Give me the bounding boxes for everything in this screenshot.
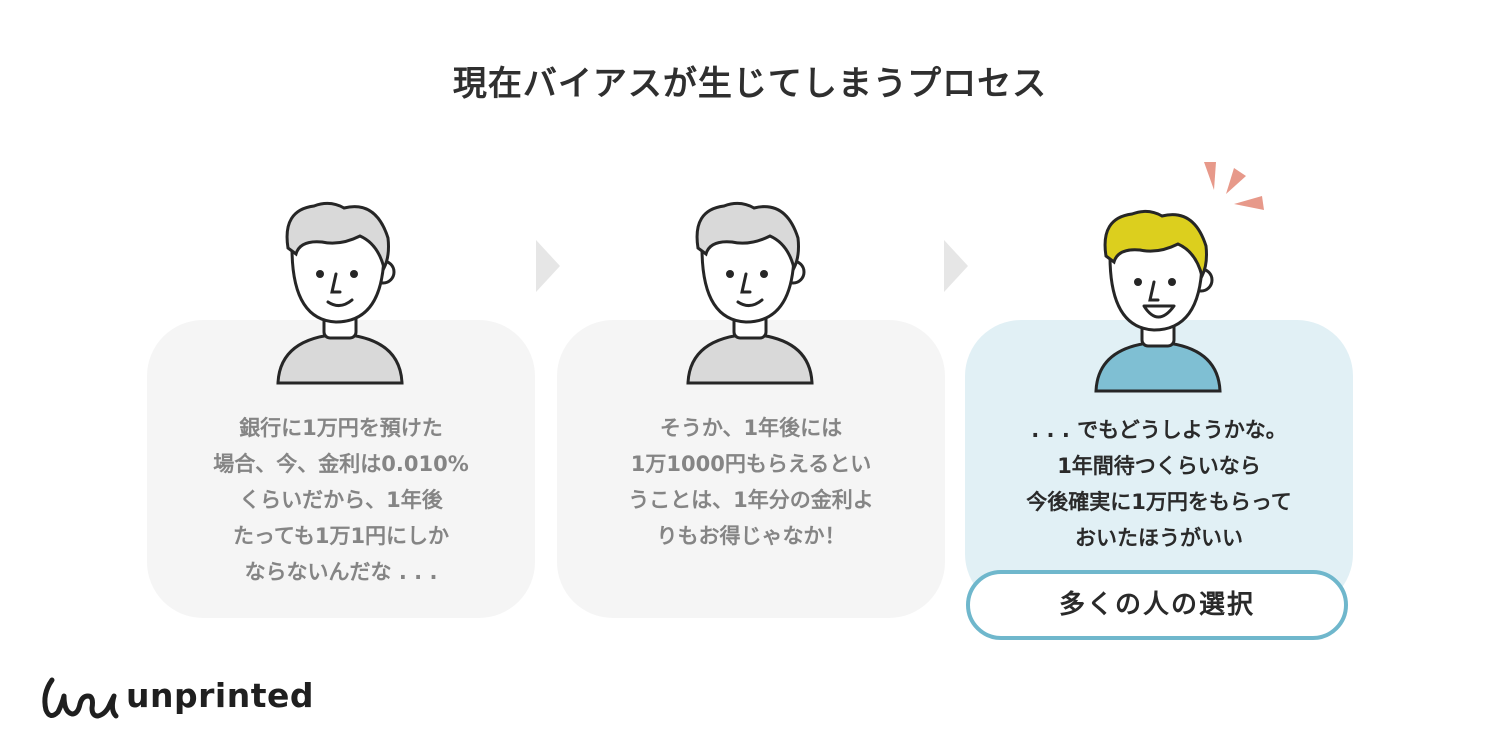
brand-logo: unprinted — [38, 672, 318, 724]
step-text-1: 銀行に1万円を預けた 場合、今、金利は0.010% くらいだから、1年後 たって… — [213, 416, 469, 584]
step-text-3: . . . でもどうしようかな。 1年間待つくらいなら 今後確実に1万円をもらっ… — [1026, 418, 1292, 550]
person-avatar-3 — [1094, 209, 1222, 393]
step-text-2: そうか、1年後には 1万1000円もらえるとい うことは、1年分の金利よ りもお… — [628, 416, 874, 548]
un-script-logo-icon — [42, 677, 119, 719]
brand-logo-text: unprinted — [126, 676, 314, 715]
person-avatar-2 — [686, 201, 814, 385]
arrow-right-icon-2 — [944, 240, 968, 292]
person-avatar-1 — [276, 201, 404, 385]
page-title: 現在バイアスが生じてしまうプロセス — [452, 64, 1048, 104]
arrow-right-icon-1 — [536, 240, 560, 292]
surprise-lines-icon — [1204, 162, 1264, 210]
choice-badge: 多くの人の選択 — [966, 570, 1348, 640]
